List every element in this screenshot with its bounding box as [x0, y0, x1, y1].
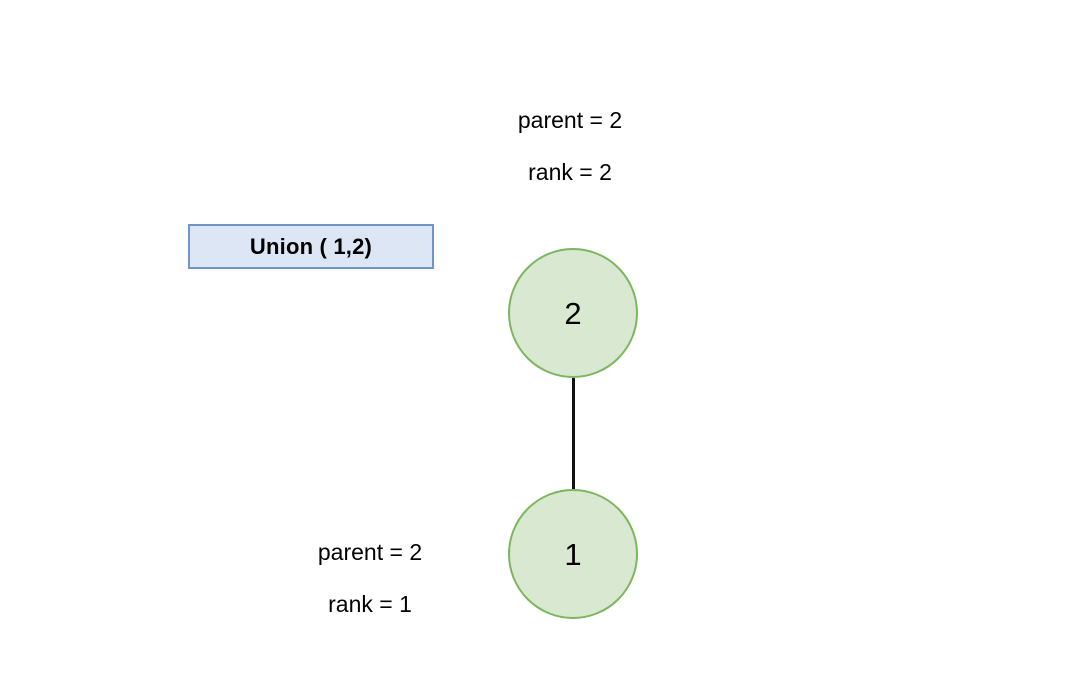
- edge-node2-node1: [572, 378, 575, 489]
- node-1-parent-label: parent = 2: [317, 539, 423, 565]
- union-operation-label: Union ( 1,2): [249, 233, 373, 259]
- graph-node-1-label: 1: [564, 536, 582, 572]
- node-1-rank-label: rank = 1: [328, 591, 412, 617]
- union-operation-box: Union ( 1,2): [188, 224, 434, 269]
- node-2-annotation: parent = 2 rank = 2: [440, 94, 700, 198]
- node-2-rank-label: rank = 2: [528, 159, 612, 185]
- graph-node-2-label: 2: [564, 295, 582, 331]
- node-2-parent-label: parent = 2: [517, 107, 623, 133]
- node-1-annotation: parent = 2 rank = 1: [240, 526, 500, 630]
- graph-node-2[interactable]: 2: [508, 248, 638, 378]
- graph-node-1[interactable]: 1: [508, 489, 638, 619]
